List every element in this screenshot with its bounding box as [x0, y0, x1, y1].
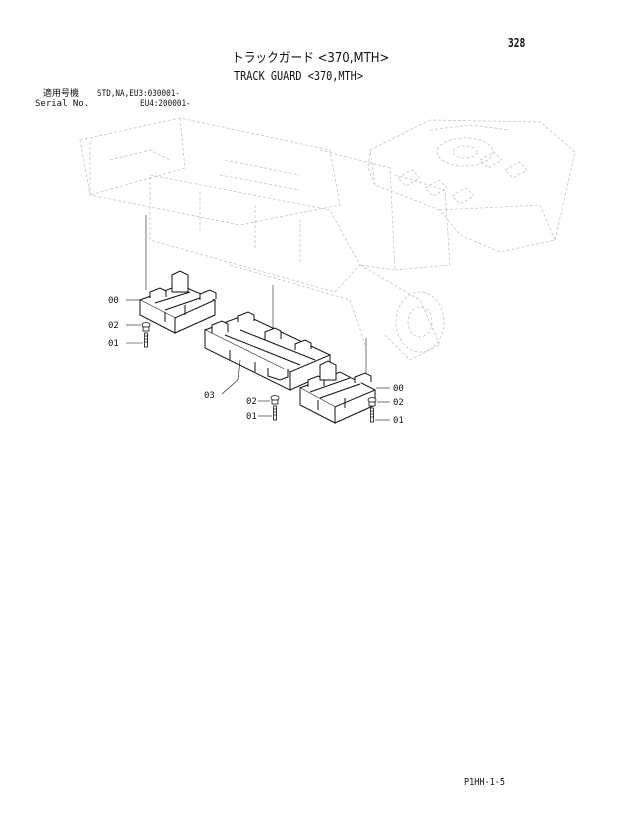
- callout-02-right: 02: [393, 398, 404, 408]
- track-guard-middle: [203, 311, 332, 391]
- bolt-middle: [270, 395, 280, 421]
- page-title-english: TRACK GUARD <370,MTH>: [234, 69, 363, 83]
- bolt-right: [367, 397, 377, 423]
- callout-03: 03: [204, 391, 215, 401]
- callout-01-left: 01: [108, 339, 119, 349]
- callout-02-left: 02: [108, 321, 119, 331]
- machine-background: [79, 117, 451, 361]
- callout-01-middle: 01: [246, 412, 257, 422]
- track-guard-left: [138, 270, 217, 334]
- serial-label-english: Serial No.: [35, 99, 90, 109]
- track-background: [367, 119, 576, 253]
- serial-value-line2: EU4:200001-: [140, 99, 191, 109]
- callout-leaders: [126, 299, 390, 421]
- serial-value-line1: STD,NA,EU3:030001-: [97, 89, 180, 99]
- bolt-left: [141, 322, 151, 348]
- callout-02-middle: 02: [246, 397, 257, 407]
- page-title-japanese: トラックガード <370,MTH>: [232, 51, 390, 66]
- callout-00-left: 00: [108, 296, 119, 306]
- callout-01-right: 01: [393, 416, 404, 426]
- page-number: 328: [508, 36, 526, 50]
- serial-label-japanese: 適用号機: [43, 89, 80, 99]
- track-guard-right: [298, 360, 377, 424]
- footer-code: P1HH-1-5: [464, 777, 505, 788]
- callout-00-right: 00: [393, 384, 404, 394]
